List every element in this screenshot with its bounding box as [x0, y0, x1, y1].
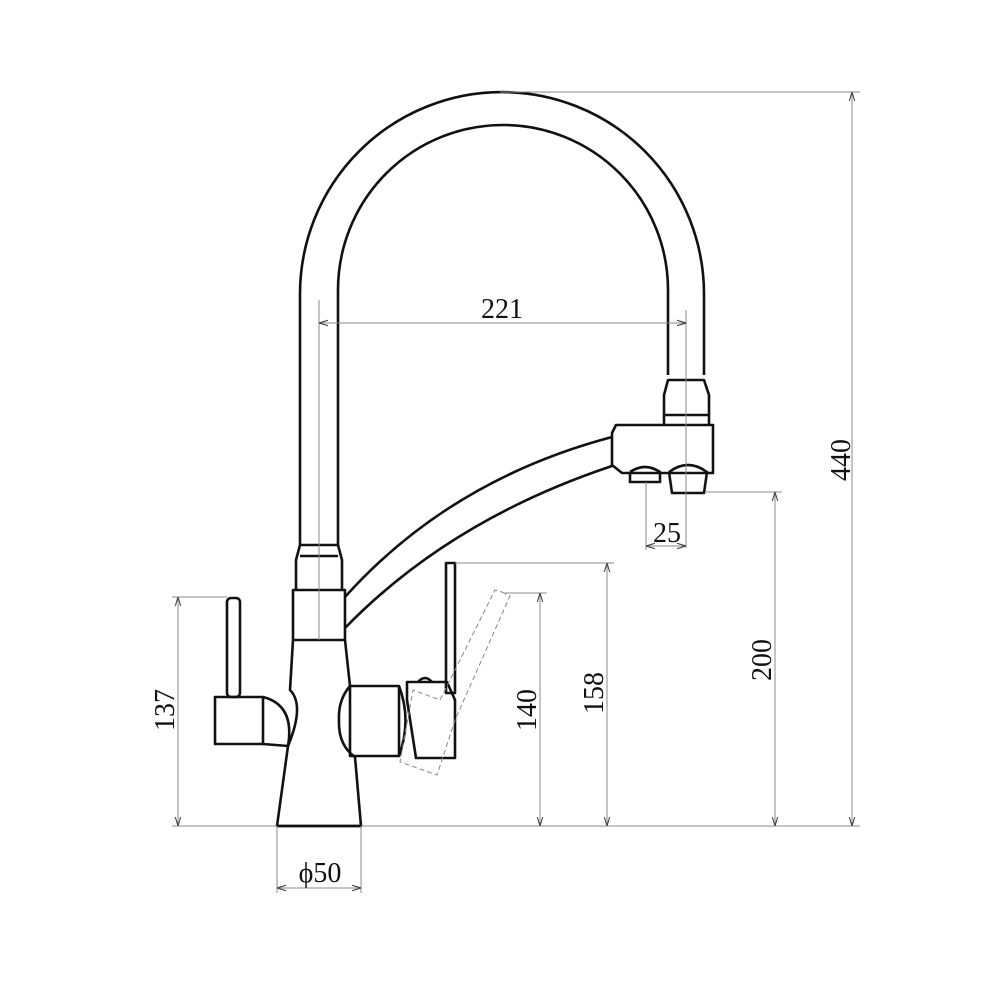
label-440: 440 [826, 439, 857, 481]
filtered-nozzle [628, 465, 662, 484]
handle-screw [417, 676, 433, 683]
lever-open-position [399, 589, 511, 776]
filter-lever [225, 596, 242, 699]
filter-cylinder [213, 695, 265, 746]
dimension-lines [172, 91, 860, 893]
filter-cylinder-cap [262, 695, 291, 748]
spout-head [610, 423, 715, 475]
label-137: 137 [150, 689, 181, 731]
label-200: 200 [747, 639, 778, 681]
mixer-lever [444, 561, 457, 695]
label-25: 25 [653, 518, 681, 549]
spout-arm-upper [344, 435, 613, 598]
gooseneck-inner [336, 123, 670, 545]
main-nozzle [667, 463, 709, 495]
label-140: 140 [512, 689, 543, 731]
label-158: 158 [579, 672, 610, 714]
faucet-body [275, 639, 363, 828]
dimension-labels: 221 440 200 158 140 137 ϕ50 25 [150, 294, 857, 889]
label-221: 221 [481, 294, 523, 325]
label-diameter-50: ϕ50 [299, 858, 342, 889]
mixer-cylinder [348, 684, 401, 758]
spout-arm-lower [344, 464, 613, 629]
mixer-cylinder-cap [397, 685, 407, 757]
faucet-outline [213, 90, 715, 828]
